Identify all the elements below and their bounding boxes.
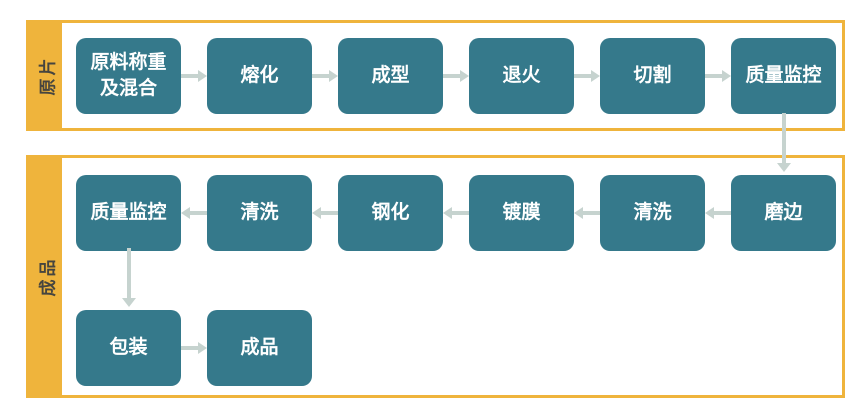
arrow-head	[198, 69, 207, 82]
arrow-head	[198, 342, 207, 354]
step-box-finished-product: 成品	[207, 310, 312, 386]
lane-raw-sheet-content: 原料称重及混合 熔化 成型 退火	[62, 23, 842, 128]
step-box-tempering: 钢化	[338, 175, 443, 251]
arrow-shaft	[452, 211, 469, 215]
arrow-head	[312, 207, 321, 219]
step-box-quality-control-2: 质量监控	[76, 175, 181, 251]
arrow-right-icon	[312, 69, 338, 83]
arrow-head	[574, 207, 583, 219]
arrow-shaft	[574, 73, 591, 78]
step-box-washing-2: 清洗	[207, 175, 312, 251]
arrow-head	[591, 69, 600, 82]
arrow-head	[460, 69, 469, 82]
lane-finished-product-label-strip: 成品	[29, 158, 62, 395]
step-box-packaging: 包装	[76, 310, 181, 386]
arrow-head	[122, 298, 136, 307]
step-box-melting: 熔化	[207, 37, 312, 114]
arrow-shaft	[782, 113, 786, 163]
arrow-right-icon	[181, 69, 207, 83]
arrow-down-icon	[122, 248, 136, 307]
arrow-left-icon	[181, 206, 207, 220]
arrow-head	[777, 163, 791, 172]
arrow-shaft	[127, 248, 131, 298]
finished-product-flow-row-2: 包装 成品	[76, 310, 842, 386]
arrow-left-icon	[574, 206, 600, 220]
lane-raw-sheet-label-strip: 原片	[29, 23, 62, 128]
lane-raw-sheet: 原片 原料称重及混合 熔化 成型 退火	[26, 20, 845, 131]
raw-sheet-flow-row: 原料称重及混合 熔化 成型 退火	[76, 37, 842, 114]
arrow-head	[181, 207, 190, 219]
step-box-weighing-mixing: 原料称重及混合	[76, 37, 181, 114]
arrow-shaft	[181, 73, 198, 78]
step-box-quality-control-1: 质量监控	[731, 37, 836, 114]
step-box-annealing: 退火	[469, 37, 574, 114]
arrow-right-icon	[443, 69, 469, 83]
step-box-forming: 成型	[338, 37, 443, 114]
step-box-cutting: 切割	[600, 37, 705, 114]
arrow-shaft	[321, 211, 338, 215]
arrow-shaft	[190, 211, 207, 215]
arrow-right-icon	[574, 69, 600, 83]
arrow-shaft	[714, 211, 731, 215]
lane-finished-product: 成品 磨边 清洗 镀膜 钢化	[26, 155, 845, 398]
arrow-right-icon	[181, 341, 207, 355]
arrow-shaft	[312, 73, 329, 78]
arrow-shaft	[443, 73, 460, 78]
arrow-head	[329, 69, 338, 82]
arrow-shaft	[705, 73, 722, 78]
arrow-shaft	[583, 211, 600, 215]
arrow-left-icon	[443, 206, 469, 220]
arrow-left-icon	[312, 206, 338, 220]
arrow-head	[722, 69, 731, 82]
lane-finished-product-label: 成品	[38, 256, 57, 297]
arrow-down-icon	[777, 113, 791, 172]
step-box-coating: 镀膜	[469, 175, 574, 251]
finished-product-flow-row-1: 磨边 清洗 镀膜 钢化	[76, 175, 842, 251]
arrow-head	[443, 207, 452, 219]
arrow-head	[705, 207, 714, 219]
lane-finished-product-content: 磨边 清洗 镀膜 钢化	[62, 158, 842, 395]
lane-raw-sheet-label: 原片	[38, 55, 57, 96]
arrow-right-icon	[705, 69, 731, 83]
step-box-washing-1: 清洗	[600, 175, 705, 251]
arrow-shaft	[181, 346, 198, 350]
step-box-edging: 磨边	[731, 175, 836, 251]
arrow-left-icon	[705, 206, 731, 220]
